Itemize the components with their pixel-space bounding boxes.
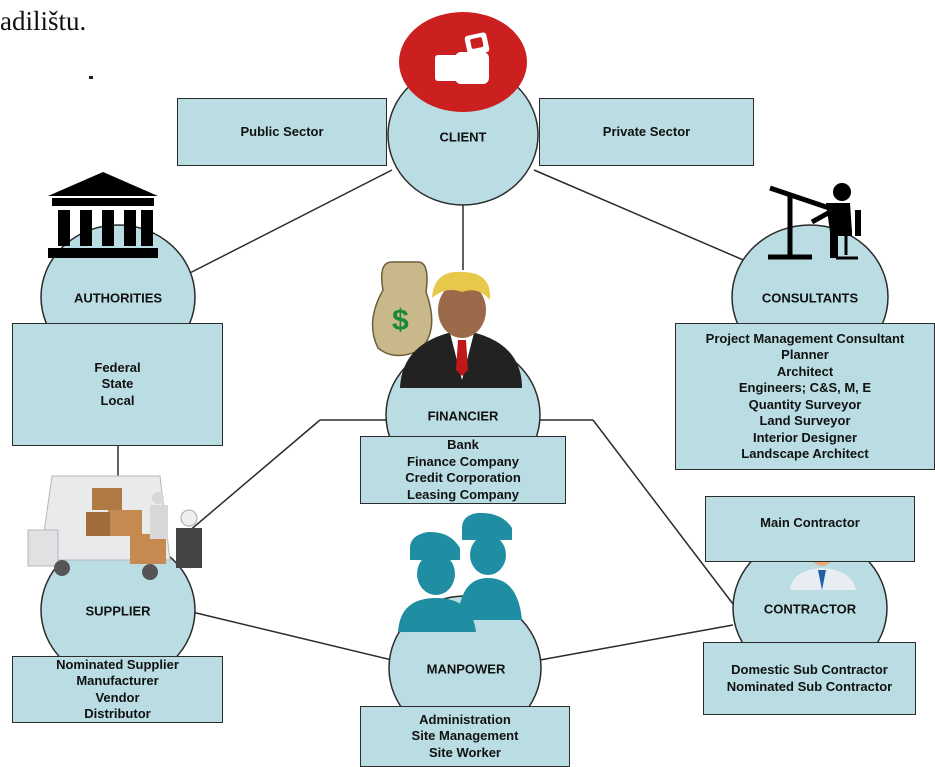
manpower-box: Administration Site Management Site Work… <box>360 706 570 767</box>
consultants-item: Engineers; C&S, M, E <box>738 380 872 395</box>
top-partial-text: adilištu. <box>0 6 87 36</box>
client-label: CLIENT <box>439 129 487 145</box>
public-sector-box: Public Sector <box>177 98 387 166</box>
financier-item: Finance Company <box>407 453 519 469</box>
consultants-item: Landscape Architect <box>741 446 869 461</box>
money-hand-icon <box>399 12 527 112</box>
authorities-label: AUTHORITIES <box>73 290 163 306</box>
supplier-box: Nominated Supplier Manufacturer Vendor D… <box>12 656 223 723</box>
government-building-icon <box>48 172 158 258</box>
contractor-item: Nominated Sub Contractor <box>726 678 893 694</box>
supplier-item: Manufacturer <box>76 673 159 688</box>
authorities-item: State <box>101 376 134 392</box>
connector-financier-contractor <box>592 419 734 605</box>
financier-item: Credit Corporation <box>405 470 521 485</box>
connector-client-consultants <box>533 169 749 263</box>
consultants-item: Interior Designer <box>752 429 858 445</box>
delivery-truck-icon <box>27 475 202 580</box>
financier-item: Bank <box>447 437 479 452</box>
contractor-item: Domestic Sub Contractor <box>731 662 888 677</box>
supplier-label: SUPPLIER <box>85 603 151 619</box>
authorities-item: Federal <box>94 359 141 375</box>
manpower-item: Site Management <box>411 728 519 744</box>
private-sector-label: Private Sector <box>602 123 691 139</box>
supplier-item: Distributor <box>84 706 151 721</box>
consultants-item: Architect <box>776 363 834 379</box>
financier-item: Leasing Company <box>407 486 519 502</box>
consultants-item: Land Surveyor <box>759 413 851 428</box>
drafter-at-desk-icon <box>768 183 861 260</box>
supplier-item: Vendor <box>95 689 140 705</box>
connector-manpower-contractor <box>539 624 734 661</box>
workers-hardhat-icon <box>398 512 522 632</box>
financier-box: Bank Finance Company Credit Corporation … <box>360 436 566 504</box>
manpower-label: MANPOWER <box>426 661 506 677</box>
authorities-item: Local <box>100 392 135 408</box>
businessman-moneybag-icon: $ <box>371 261 522 388</box>
stray-dot <box>89 76 93 79</box>
consultants-item: Project Management Consultant <box>705 330 905 346</box>
connector-supplier-manpower <box>191 611 393 661</box>
svg-text:$: $ <box>392 304 409 337</box>
manpower-item: Site Worker <box>428 744 501 760</box>
consultants-item: Planner <box>781 347 829 362</box>
private-sector-box: Private Sector <box>539 98 754 166</box>
public-sector-label: Public Sector <box>240 123 324 139</box>
connector-financier-supplier <box>187 419 321 533</box>
contractor-label: CONTRACTOR <box>763 601 857 617</box>
authorities-box: Federal State Local <box>12 323 223 446</box>
main-contractor-box: Main Contractor <box>705 496 915 562</box>
manpower-item: Administration <box>419 711 511 727</box>
connector-client-authorities <box>179 169 393 279</box>
consultants-label: CONSULTANTS <box>761 290 859 306</box>
consultants-item: Quantity Surveyor <box>748 396 862 412</box>
financier-label: FINANCIER <box>427 408 499 424</box>
main-contractor-label: Main Contractor <box>760 515 860 530</box>
contractor-box: Domestic Sub Contractor Nominated Sub Co… <box>703 642 916 715</box>
consultants-box: Project Management Consultant Planner Ar… <box>675 323 935 470</box>
supplier-item: Nominated Supplier <box>56 656 179 672</box>
